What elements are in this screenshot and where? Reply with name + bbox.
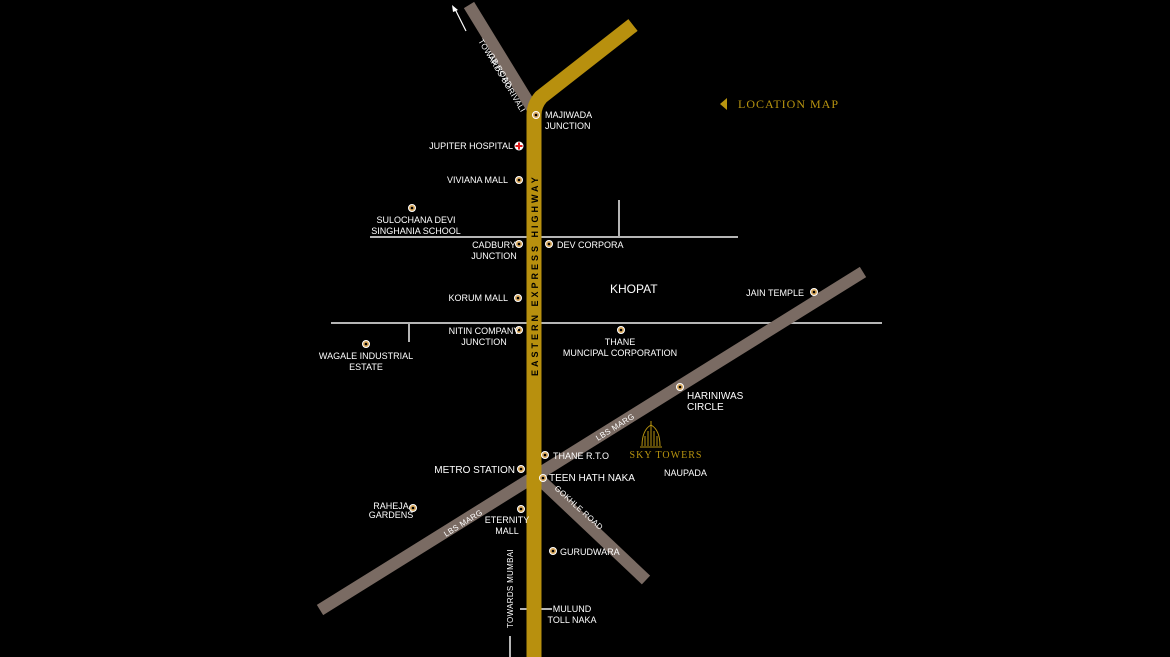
marker-thane-rto (541, 451, 549, 459)
gokhle-road-label: GOKHLE ROAD (553, 484, 605, 532)
marker-thane-muni (617, 326, 625, 334)
label-majiwada-2: JUNCTION (545, 121, 591, 131)
label-raheja-1: RAHEJA (373, 501, 409, 511)
marker-korum (514, 294, 522, 302)
label-eternity-1: ETERNITY (485, 515, 530, 525)
label-hariniwas-2: CIRCLE (687, 402, 724, 413)
marker-gurudwara (549, 547, 557, 555)
towards-mumbai-label: TOWARDS MUMBAI (506, 549, 515, 628)
area-label-khopat: KHOPAT (610, 282, 658, 296)
marker-raheja (409, 504, 417, 512)
marker-viviana (515, 176, 523, 184)
marker-teen-hath (539, 474, 547, 482)
highway-label: EASTERN EXPRESS HIGHWAY (530, 174, 540, 376)
marker-cadbury (515, 240, 523, 248)
marker-hariniwas (676, 383, 684, 391)
marker-wagale (362, 340, 370, 348)
label-eternity-2: MALL (495, 526, 519, 536)
map-title: LOCATION MAP (720, 97, 839, 111)
marker-metro (517, 465, 525, 473)
marker-dev-corpora (545, 240, 553, 248)
label-dev-corpora: DEV CORPORA (557, 240, 624, 250)
label-mulund-2: TOLL NAKA (547, 615, 596, 625)
brown-roads (316, 1, 867, 616)
markers (362, 111, 818, 555)
hospital-cross-icon (514, 141, 524, 151)
tower-logo-icon (640, 421, 662, 448)
label-sulochana-1: SULOCHANA DEVI (376, 215, 455, 225)
label-nitin-1: NITIN COMPANY (449, 326, 520, 336)
gokhle-road (530, 470, 651, 585)
label-wagale-1: WAGALE INDUSTRIAL (319, 351, 413, 361)
map-title-text: LOCATION MAP (738, 97, 839, 111)
label-jain-temple: JAIN TEMPLE (746, 288, 804, 298)
sky-towers-marker: SKY TOWERS (630, 421, 703, 461)
label-hariniwas-1: HARINIWAS (687, 391, 744, 402)
lbs-marg-upper-label: LBS MARG (594, 412, 636, 443)
label-gurudwara: GURUDWARA (560, 547, 620, 557)
lbs-marg-road (316, 266, 867, 616)
label-metro: METRO STATION (434, 465, 515, 476)
label-wagale-2: ESTATE (349, 362, 383, 372)
marker-nitin (515, 326, 523, 334)
arrow-up-left-icon (452, 5, 467, 32)
label-naupada: NAUPADA (664, 468, 707, 478)
label-thane-rto: THANE R.T.O (553, 451, 609, 461)
label-viviana: VIVIANA MALL (447, 175, 508, 185)
label-cadbury-1: CADBURY (472, 240, 516, 250)
marker-eternity (517, 505, 525, 513)
marker-sulochana (408, 204, 416, 212)
gb-road (463, 1, 538, 112)
label-korum: KORUM MALL (448, 293, 508, 303)
marker-jain-temple (810, 288, 818, 296)
label-nitin-2: JUNCTION (461, 337, 507, 347)
marker-majiwada (532, 111, 540, 119)
label-jupiter: JUPITER HOSPITAL (429, 141, 513, 151)
label-thane-muni-1: THANE (605, 337, 636, 347)
label-majiwada-1: MAJIWADA (545, 110, 592, 120)
label-raheja-2: GARDENS (369, 510, 414, 520)
triangle-left-icon (720, 98, 727, 110)
landmark-labels: MAJIWADA JUNCTION JUPITER HOSPITAL VIVIA… (319, 110, 804, 625)
label-thane-muni-2: MUNCIPAL CORPORATION (563, 348, 677, 358)
label-cadbury-2: JUNCTION (471, 251, 517, 261)
label-mulund-1: MULUND (553, 604, 592, 614)
sky-towers-label: SKY TOWERS (630, 450, 703, 461)
label-sulochana-2: SINGHANIA SCHOOL (371, 226, 461, 236)
label-teen-hath: TEEN HATH NAKA (549, 473, 635, 484)
